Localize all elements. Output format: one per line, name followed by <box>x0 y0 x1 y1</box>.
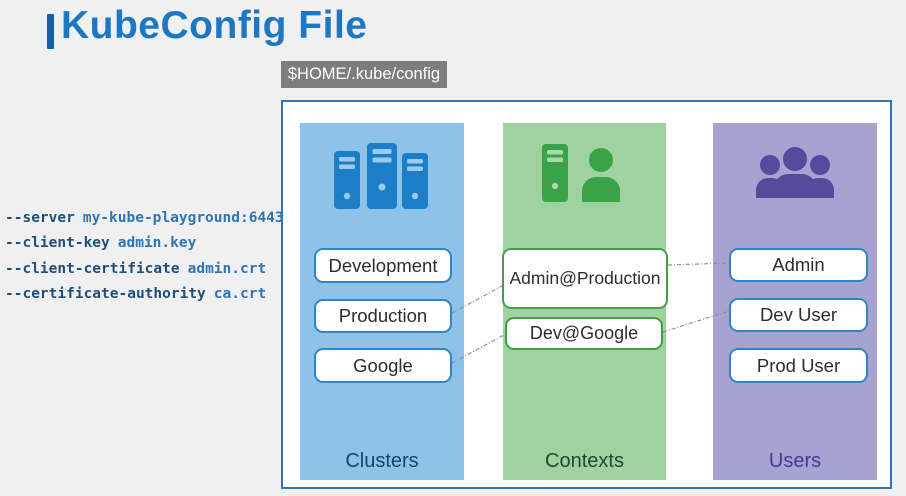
page-title: KubeConfig File <box>61 4 368 47</box>
cluster-node-production: Production <box>314 299 452 333</box>
context-node-admin-production: Admin@Production <box>502 248 668 309</box>
command-line-client-key: --client-key admin.key <box>5 231 284 256</box>
command-line-client-certificate: --client-certificate admin.crt <box>5 257 284 282</box>
kubeconfig-path-badge: $HOME/.kube/config <box>281 61 447 88</box>
flag-name: --server <box>5 210 75 226</box>
cluster-node-google: Google <box>314 348 452 383</box>
title-accent-bar <box>47 14 54 49</box>
context-node-dev-google: Dev@Google <box>505 317 663 350</box>
flag-value: admin.crt <box>187 260 267 277</box>
server-cluster-icon <box>300 143 464 214</box>
server-user-icon <box>503 144 666 209</box>
flag-value: admin.key <box>117 235 197 252</box>
users-label: Users <box>768 450 822 472</box>
contexts-label: Contexts <box>545 450 624 472</box>
cluster-node-development: Development <box>314 248 452 283</box>
clusters-label: Clusters <box>345 450 419 472</box>
flag-value: my-kube-playground:6443 <box>82 210 284 226</box>
command-flag-list: --server my-kube-playground:6443 --client… <box>5 206 284 308</box>
flag-name: --certificate-authority <box>5 286 206 303</box>
flag-name: --client-certificate <box>5 260 180 277</box>
command-line-server: --server my-kube-playground:6443 <box>5 206 284 231</box>
user-node-prod-user: Prod User <box>729 348 868 383</box>
flag-name: --client-key <box>5 235 110 252</box>
flag-value: ca.crt <box>213 286 267 303</box>
users-group-icon <box>713 146 877 205</box>
user-node-dev-user: Dev User <box>729 298 868 332</box>
command-line-certificate-authority: --certificate-authority ca.crt <box>5 282 284 307</box>
diagram-container: Clusters Contexts <box>281 100 892 489</box>
user-node-admin: Admin <box>729 248 868 282</box>
